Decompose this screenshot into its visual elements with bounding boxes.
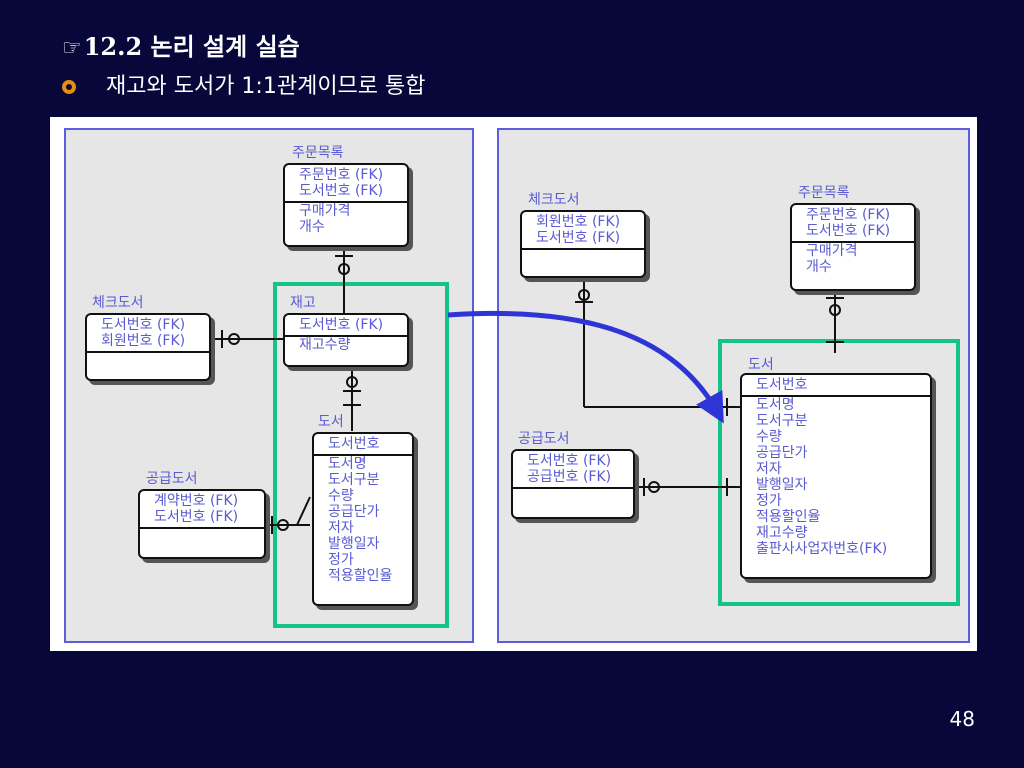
right-check-book-entity: 회원번호 (FK) 도서번호 (FK) — [520, 210, 646, 278]
left-book-attr-8: 적용할인율 — [328, 568, 393, 584]
right-order-list-key-2: 도서번호 (FK) — [806, 223, 891, 239]
right-order-list-attr-1: 구매가격 — [806, 243, 858, 259]
left-supply-book-key-1: 계약번호 (FK) — [154, 493, 239, 509]
left-check-book-key-2: 회원번호 (FK) — [101, 333, 186, 349]
slide-title-text: 12.2 논리 설계 실습 — [83, 32, 300, 61]
left-supply-book-label: 공급도서 — [146, 471, 198, 487]
right-supply-book-key-2: 공급번호 (FK) — [527, 469, 612, 485]
left-order-list-attr-2: 개수 — [299, 219, 325, 235]
right-order-list-label: 주문목록 — [798, 185, 850, 201]
left-book-attr-5: 저자 — [328, 520, 354, 536]
left-book-attr-6: 발행일자 — [328, 536, 380, 552]
right-order-list-key-1: 주문번호 (FK) — [806, 207, 891, 223]
right-check-book-label: 체크도서 — [528, 192, 580, 208]
right-supply-book-label: 공급도서 — [518, 431, 570, 447]
right-check-book-key-1: 회원번호 (FK) — [536, 214, 621, 230]
left-book-attr-7: 정가 — [328, 552, 354, 568]
right-order-list-attr-2: 개수 — [806, 259, 832, 275]
right-book-attr-10: 출판사사업자번호(FK) — [756, 541, 888, 557]
slide-title: ☞12.2 논리 설계 실습 — [62, 30, 300, 64]
left-book-attr-1: 도서명 — [328, 456, 367, 472]
left-book-attr-3: 수량 — [328, 488, 354, 504]
left-order-list-label: 주문목록 — [292, 145, 344, 161]
right-book-attr-8: 적용할인율 — [756, 509, 821, 525]
right-book-attr-2: 도서구분 — [756, 413, 808, 429]
relationship-lines — [212, 249, 844, 534]
left-supply-book-key-2: 도서번호 (FK) — [154, 509, 239, 525]
bullet-line: 재고와 도서가 1:1관계이므로 통합 — [62, 70, 426, 104]
right-book-attr-5: 저자 — [756, 461, 782, 477]
right-book-attr-3: 수량 — [756, 429, 782, 445]
left-stock-entity: 도서번호 (FK) 재고수량 — [283, 313, 409, 367]
page-number: 48 — [949, 707, 975, 731]
left-stock-attr-1: 재고수량 — [299, 337, 351, 353]
left-check-book-entity: 도서번호 (FK) 회원번호 (FK) — [85, 313, 211, 381]
orange-ring-bullet-icon — [62, 80, 76, 94]
right-book-attr-6: 발행일자 — [756, 477, 808, 493]
left-order-list-entity: 주문번호 (FK) 도서번호 (FK) 구매가격 개수 — [283, 163, 409, 247]
left-check-book-key-1: 도서번호 (FK) — [101, 317, 186, 333]
left-highlight-box — [273, 282, 449, 628]
right-order-list-entity: 주문번호 (FK) 도서번호 (FK) 구매가격 개수 — [790, 203, 916, 291]
left-stock-key-1: 도서번호 (FK) — [299, 317, 384, 333]
left-order-list-attr-1: 구매가격 — [299, 203, 351, 219]
left-book-attr-4: 공급단가 — [328, 504, 380, 520]
left-check-book-label: 체크도서 — [92, 295, 144, 311]
right-supply-book-key-1: 도서번호 (FK) — [527, 453, 612, 469]
left-stock-label: 재고 — [290, 295, 316, 311]
left-order-list-key-1: 주문번호 (FK) — [299, 167, 384, 183]
right-check-book-key-2: 도서번호 (FK) — [536, 230, 621, 246]
right-book-attr-9: 재고수량 — [756, 525, 808, 541]
left-book-entity: 도서번호 도서명 도서구분 수량 공급단가 저자 발행일자 정가 적용할인율 — [312, 432, 414, 606]
left-supply-book-entity: 계약번호 (FK) 도서번호 (FK) — [138, 489, 266, 559]
pointing-hand-icon: ☞ — [62, 36, 82, 61]
right-book-key-1: 도서번호 — [756, 377, 808, 393]
diagram-canvas: 주문목록 주문번호 (FK) 도서번호 (FK) 구매가격 개수 체크도서 도서… — [50, 117, 977, 651]
right-book-attr-4: 공급단가 — [756, 445, 808, 461]
bullet-text: 재고와 도서가 1:1관계이므로 통합 — [106, 74, 426, 99]
left-book-attr-2: 도서구분 — [328, 472, 380, 488]
right-supply-book-entity: 도서번호 (FK) 공급번호 (FK) — [511, 449, 635, 519]
left-order-list-key-2: 도서번호 (FK) — [299, 183, 384, 199]
right-book-attr-1: 도서명 — [756, 397, 795, 413]
left-book-label: 도서 — [318, 414, 344, 430]
left-book-key-1: 도서번호 — [328, 436, 380, 452]
right-book-entity: 도서번호 도서명 도서구분 수량 공급단가 저자 발행일자 정가 적용할인율 재… — [740, 373, 932, 579]
right-book-label: 도서 — [748, 357, 774, 373]
right-book-attr-7: 정가 — [756, 493, 782, 509]
